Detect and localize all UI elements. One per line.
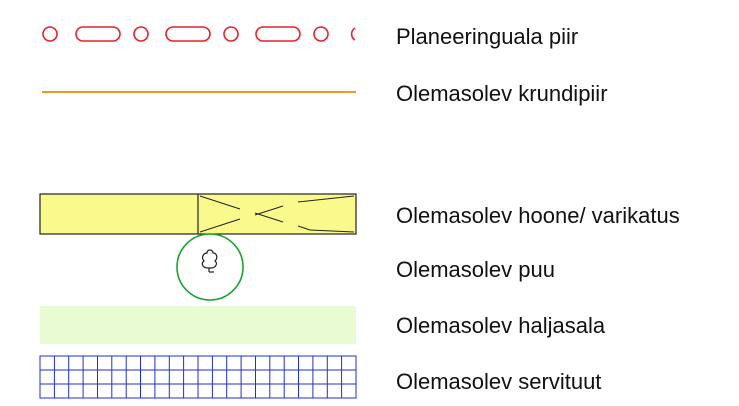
tree-crown-circle (176, 233, 244, 301)
canopy-cross-pattern (199, 195, 355, 233)
boundary-circle (223, 26, 239, 42)
building-canopy-symbol (39, 193, 357, 235)
label-servitude: Olemasolev servituut (396, 369, 601, 394)
boundary-pill (255, 26, 301, 42)
servitude-grid-symbol (39, 355, 357, 399)
boundary-pill (75, 26, 121, 42)
green-area-fill (40, 306, 356, 344)
boundary-partial-circle (350, 27, 356, 41)
label-building-canopy: Olemasolev hoone/ varikatus (396, 203, 680, 228)
boundary-circle (313, 26, 329, 42)
planning-boundary-symbol (42, 26, 356, 42)
tree-icon (201, 249, 218, 273)
label-plot-boundary: Olemasolev krundipiir (396, 81, 608, 106)
label-tree: Olemasolev puu (396, 257, 555, 282)
label-planning-boundary: Planeeringuala piir (396, 24, 578, 49)
boundary-circle (42, 26, 58, 42)
label-green-area: Olemasolev haljasala (396, 313, 606, 338)
boundary-circle (133, 26, 149, 42)
boundary-pill (165, 26, 211, 42)
tree-symbol (176, 233, 244, 301)
